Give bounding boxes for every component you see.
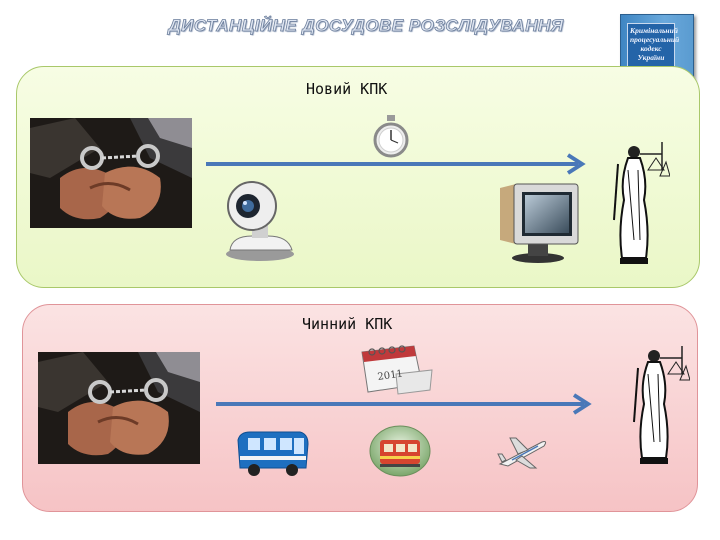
handcuffs-icon-2: [38, 352, 200, 464]
monitor-icon: [500, 183, 579, 263]
new-code-label: Новий КПК: [306, 80, 388, 98]
bus-icon: [237, 431, 309, 476]
lady-justice-icon-2: [633, 346, 690, 464]
lady-justice-icon: [613, 142, 670, 264]
calendar-year: 2011: [377, 369, 404, 383]
handcuffs-icon: [30, 118, 192, 228]
stopwatch-icon: [373, 115, 409, 158]
current-code-label: Чинний КПК: [302, 315, 393, 333]
calendar-icon: 2011: [361, 345, 433, 395]
slide-title: ДИСТАНЦІЙНЕ ДОСУДОВЕ РОЗСЛІДУВАННЯ: [168, 16, 564, 36]
train-icon: [369, 425, 431, 477]
webcam-icon: [226, 181, 294, 261]
airplane-icon: [497, 437, 547, 469]
book-cover-text: Кримінальний процесуальний кодекс Україн…: [630, 26, 680, 62]
timeline-arrow-current: [216, 393, 592, 415]
timeline-arrow-new: [206, 153, 586, 175]
